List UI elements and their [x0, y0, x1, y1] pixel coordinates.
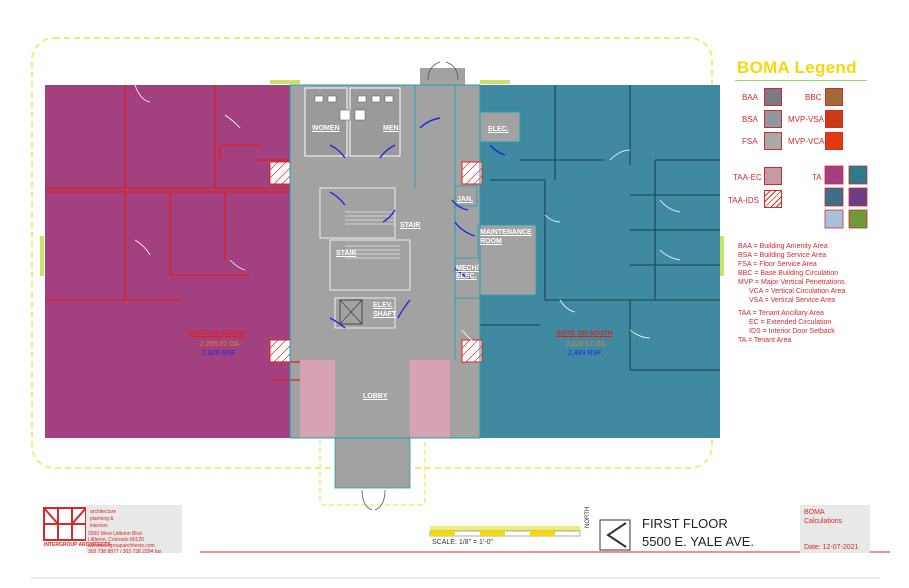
lobby-side-west [300, 360, 335, 438]
legend-label-taa-ids: TAA-IDS [728, 196, 759, 205]
abbr-mvp: MVP = Major Vertical Penetrations [738, 279, 845, 286]
suite-south-name: SUITE 100 SOUTH [556, 330, 613, 337]
room-label-stair-lower: STAIR [336, 250, 357, 257]
elevator-shaft[interactable] [334, 297, 396, 329]
room-label-maintenance-2: ROOM [480, 238, 502, 245]
south-suite-walls [480, 85, 720, 371]
lobby-side-east [410, 360, 450, 438]
suite-doors [134, 84, 681, 346]
elec-room[interactable] [479, 111, 521, 143]
ta-swatch-grid [824, 165, 868, 229]
stair-treads [345, 211, 400, 259]
north-suite-walls [45, 85, 300, 381]
firm-address-1: 2000 West Littleton Blvd [88, 531, 142, 537]
suite-south-oa: 2,028.17 OA [566, 341, 606, 348]
women-restroom[interactable] [304, 87, 348, 157]
room-label-mech-1: MECH/ [456, 265, 479, 272]
stair-lower[interactable] [329, 239, 411, 291]
north-arrow [599, 519, 631, 551]
firm-address-4: 303 738 8877 / 303 738 2294 fax [88, 549, 162, 555]
legend-swatch-taa-ids [764, 190, 782, 208]
legend-swatch-fsa [764, 132, 782, 150]
door-setbacks [269, 161, 483, 363]
abbr-vsa: VSA = Vertical Service Area [749, 297, 836, 304]
legend-label-bbc: BBC [805, 93, 822, 102]
abbr-vca: VCA = Vertical Circulation Area [749, 288, 846, 295]
legend-title: BOMA Legend [737, 58, 857, 77]
sheet-title-floor: FIRST FLOOR [642, 516, 728, 531]
scale-bar [429, 526, 581, 537]
calc-date: Date: 12-07-2021 [804, 544, 859, 551]
entry-doors-south [361, 489, 386, 511]
calc-block [800, 505, 870, 553]
abbr-ta: TA = Tenant Area [738, 337, 792, 344]
stair-upper[interactable] [319, 187, 396, 239]
legend-label-mvp-vsa: MVP-VSA [788, 115, 825, 124]
legend-swatch-bsa [764, 110, 782, 128]
firm-service-3: interiors [90, 523, 108, 529]
room-label-elec: ELEC. [488, 126, 509, 133]
room-label-lobby: LOBBY [363, 393, 388, 400]
room-label-stair-upper: STAIR [400, 222, 421, 229]
room-label-jan: JAN. [457, 196, 473, 203]
suite-north-name: SUITE 100 NORTH [188, 330, 245, 337]
calc-title-1: BOMA [804, 509, 825, 516]
legend-label-ta: TA [812, 173, 822, 182]
entry-doors-north [427, 61, 459, 81]
room-label-mech-2: ELEC. [456, 273, 477, 280]
maintenance-room[interactable] [477, 224, 537, 296]
scale-label: SCALE: 1/8" = 1'-0" [432, 539, 493, 546]
firm-address-3: www.intergrouparchitects.com [88, 543, 155, 549]
suite-north-oa: 2,295.32 OA [200, 341, 240, 348]
firm-logo [43, 507, 87, 541]
abbr-baa: BAA = Building Amenity Area [738, 243, 828, 250]
firm-name: INTERGROUP ARCHITECTS [44, 542, 111, 548]
legend-label-fsa: FSA [742, 137, 758, 146]
doors [329, 117, 506, 329]
abbr-ec: EC = Extended Circulation [749, 319, 832, 326]
restroom-fixtures [314, 95, 394, 121]
vestibule [334, 437, 411, 489]
room-label-women: WOMEN [312, 125, 340, 132]
legend-label-baa: BAA [742, 93, 759, 102]
legend-label-bsa: BSA [742, 115, 759, 124]
room-label-maintenance-1: MAINTENANCE [480, 229, 532, 236]
legend-swatch-baa [764, 88, 782, 106]
firm-service-2: planning & [90, 516, 114, 522]
entry-canopy [319, 440, 426, 506]
legend-label-taa-ec: TAA-EC [733, 173, 762, 182]
abbr-bsa: BSA = Building Service Area [738, 252, 827, 259]
entry-north [420, 68, 465, 85]
windows [40, 80, 724, 276]
abbr-taa: TAA = Tenant Ancillary Area [738, 310, 824, 317]
suite-north-rsf: 2,829 RSF [202, 350, 236, 357]
elevator-cab [339, 299, 363, 325]
firm-service-1: architecture [90, 509, 117, 515]
north-label: NORTH [585, 506, 591, 528]
room-label-elev-2: SHAFT [373, 311, 397, 318]
legend-swatch-taa-ec [764, 167, 782, 185]
room-label-men: MEN [383, 125, 399, 132]
legend-rule [735, 80, 867, 81]
room-label-elev-1: ELEV. [373, 302, 393, 309]
sheet-title-address: 5500 E. YALE AVE. [642, 534, 755, 549]
legend-swatch-mvp-vsa [825, 110, 843, 128]
abbr-fsa: FSA = Floor Service Area [738, 261, 817, 268]
lobby-area[interactable] [335, 360, 410, 438]
calc-title-2: Calculations [804, 518, 843, 525]
firm-block [86, 505, 182, 553]
suite-north-area[interactable] [45, 85, 303, 438]
legend-swatch-mvp-vca [825, 132, 843, 150]
firm-address-2: Littleton, Colorado 80120 [88, 537, 144, 543]
abbr-ids: IDS = Interior Door Setback [749, 328, 835, 335]
abbr-bbc: BBC = Base Building Circulation [738, 270, 839, 277]
suite-south-rsf: 2,499 RSF [568, 350, 602, 357]
legend-label-mvp-vca: MVP-VCA [788, 137, 825, 146]
legend-swatch-bbc [825, 88, 843, 106]
